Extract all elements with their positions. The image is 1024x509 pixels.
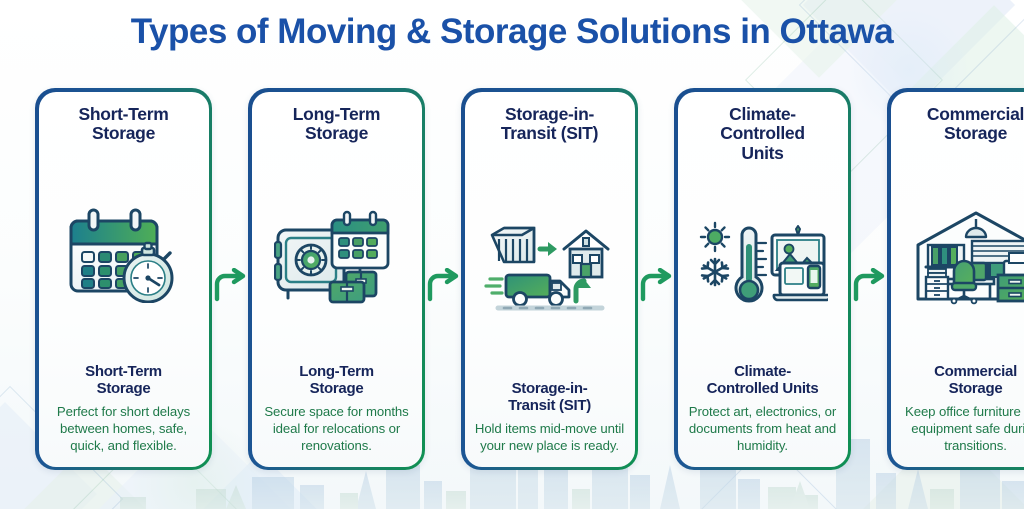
card-title-line1: Storage-in-	[504, 103, 595, 124]
card-title: Climate- Controlled Units	[720, 103, 805, 164]
card-short-term-storage[interactable]: Short-Term Storage	[35, 88, 212, 470]
card-subtitle: Long-Term Storage	[299, 362, 374, 398]
card-wrapper-commercial-storage: Commercial Storage	[887, 88, 1024, 470]
curved-arrow-right-icon	[640, 268, 672, 302]
card-storage-in-transit[interactable]: Storage-in- Transit (SIT)	[461, 88, 638, 470]
card-description: Protect art, electronics, or documents f…	[688, 403, 837, 453]
connector-arrow-2	[425, 88, 461, 470]
calendar-stopwatch-icon	[69, 208, 173, 303]
card-subtitle-line1: Long-Term	[299, 362, 374, 380]
cards-row: Short-Term Storage	[35, 88, 1024, 470]
card-title: Short-Term Storage	[78, 103, 169, 144]
card-climate-controlled-units[interactable]: Climate- Controlled Units	[674, 88, 851, 470]
card-icon-slot	[899, 144, 1024, 364]
card-inner: Storage-in- Transit (SIT)	[464, 91, 635, 467]
card-title-line2: Storage	[91, 123, 156, 144]
warehouse-office-furniture-icon	[916, 211, 1024, 305]
card-commercial-storage[interactable]: Commercial Storage	[887, 88, 1024, 470]
card-title-line1: Commercial	[926, 103, 1024, 124]
card-subtitle: Short-Term Storage	[85, 362, 162, 398]
card-description: Hold items mid-move until your new place…	[474, 420, 625, 453]
card-icon-slot	[47, 144, 201, 364]
card-title-line2: Storage	[304, 123, 369, 144]
card-subtitle: Commercial Storage	[934, 362, 1017, 398]
card-icon-slot	[260, 144, 414, 364]
card-wrapper-climate-controlled-units: Climate- Controlled Units	[674, 88, 851, 470]
card-subtitle-line2: Storage	[96, 379, 151, 397]
card-wrapper-short-term-storage: Short-Term Storage	[35, 88, 212, 470]
card-icon-slot	[473, 144, 627, 381]
card-subtitle-line2: Controlled Units	[706, 379, 819, 397]
container-house-truck-icon	[483, 226, 609, 311]
card-subtitle: Climate- Controlled Units	[706, 362, 819, 398]
card-subtitle-line2: Storage	[309, 379, 364, 397]
card-inner: Long-Term Storage	[251, 91, 422, 467]
card-long-term-storage[interactable]: Long-Term Storage	[248, 88, 425, 470]
card-description: Secure space for months ideal for reloca…	[264, 403, 409, 453]
card-subtitle: Storage-in- Transit (SIT)	[508, 379, 591, 415]
card-inner: Climate- Controlled Units	[677, 91, 848, 467]
card-inner: Commercial Storage	[890, 91, 1024, 467]
card-description: Keep office furniture and equipment safe…	[905, 403, 1024, 453]
card-inner: Short-Term Storage	[38, 91, 209, 467]
card-title-line2: Storage	[943, 123, 1008, 144]
card-title: Storage-in- Transit (SIT)	[500, 103, 599, 144]
page-title: Types of Moving & Storage Solutions in O…	[130, 12, 894, 51]
card-subtitle-line2: Transit (SIT)	[508, 396, 591, 414]
card-subtitle-line2: Storage	[948, 379, 1003, 397]
card-description: Perfect for short delays between homes, …	[56, 403, 191, 453]
card-title-line2: Transit (SIT)	[500, 123, 599, 144]
curved-arrow-right-icon	[214, 268, 246, 302]
card-icon-slot	[686, 163, 840, 364]
card-title-line2: Controlled	[720, 123, 805, 144]
card-subtitle-line1: Commercial	[934, 362, 1017, 380]
connector-arrow-4	[851, 88, 887, 470]
card-wrapper-storage-in-transit: Storage-in- Transit (SIT)	[461, 88, 638, 470]
thermometer-sun-snowflake-electronics-icon	[699, 221, 828, 302]
curved-arrow-right-icon	[427, 268, 459, 302]
card-title-line3: Units	[741, 142, 784, 163]
card-title: Long-Term Storage	[292, 103, 381, 144]
connector-arrow-1	[212, 88, 248, 470]
curved-arrow-right-icon	[853, 268, 885, 302]
card-subtitle-line1: Short-Term	[85, 362, 162, 380]
card-title-line1: Short-Term	[78, 103, 169, 124]
safe-vault-calendar-boxes-icon	[273, 210, 389, 304]
card-title-line1: Long-Term	[292, 103, 381, 124]
card-title-line1: Climate-	[729, 103, 796, 124]
card-title: Commercial Storage	[926, 103, 1024, 144]
card-subtitle-line1: Climate-	[734, 362, 791, 380]
card-subtitle-line1: Storage-in-	[511, 379, 588, 397]
card-wrapper-long-term-storage: Long-Term Storage	[248, 88, 425, 470]
connector-arrow-3	[638, 88, 674, 470]
